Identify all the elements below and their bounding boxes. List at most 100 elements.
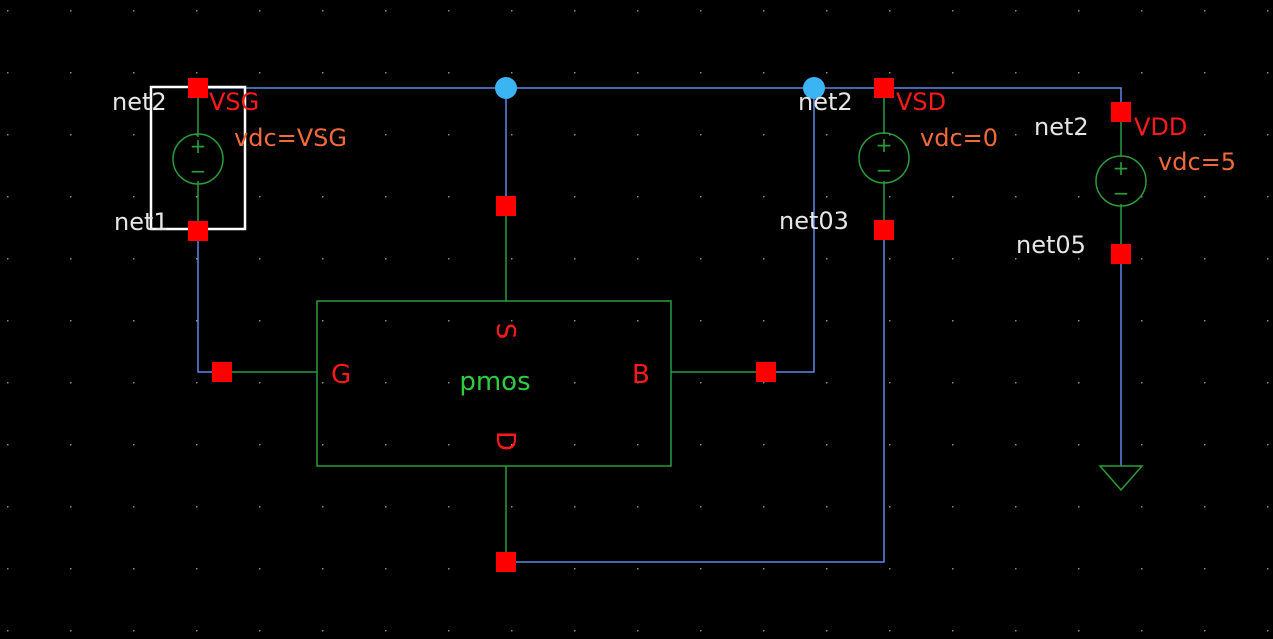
pin-pmos-gate[interactable] bbox=[212, 362, 232, 382]
grid-dot bbox=[637, 258, 639, 260]
grid-dot bbox=[1141, 320, 1143, 322]
grid-dot bbox=[1078, 196, 1080, 198]
grid-dot bbox=[637, 506, 639, 508]
ground-icon[interactable] bbox=[1098, 465, 1144, 492]
grid-dot bbox=[1267, 72, 1269, 74]
vsd-value[interactable]: vdc=0 bbox=[920, 124, 998, 152]
grid-dot bbox=[763, 568, 765, 570]
junction-source[interactable] bbox=[495, 77, 517, 99]
vsg-instance-name[interactable]: VSG bbox=[209, 88, 259, 116]
pins bbox=[188, 78, 1131, 572]
grid-dot bbox=[763, 10, 765, 12]
grid-dot bbox=[637, 72, 639, 74]
vdd-value[interactable]: vdc=5 bbox=[1158, 148, 1236, 176]
grid-dot bbox=[889, 320, 891, 322]
pin-vdd-plus[interactable] bbox=[1111, 102, 1131, 122]
grid-dot bbox=[385, 196, 387, 198]
vsg-value[interactable]: vdc=VSG bbox=[234, 124, 347, 152]
junction-bulk[interactable] bbox=[803, 77, 825, 99]
grid-dot bbox=[574, 258, 576, 260]
grid-dot bbox=[889, 10, 891, 12]
pin-vsd-plus[interactable] bbox=[874, 78, 894, 98]
grid-dot bbox=[7, 320, 9, 322]
grid-dot bbox=[259, 630, 261, 632]
grid-dot bbox=[322, 382, 324, 384]
grid-dot bbox=[70, 568, 72, 570]
grid-dot bbox=[574, 568, 576, 570]
grid-dot bbox=[70, 320, 72, 322]
grid-dot bbox=[511, 382, 513, 384]
grid-dot bbox=[511, 134, 513, 136]
grid-dot bbox=[637, 630, 639, 632]
grid-dot bbox=[70, 444, 72, 446]
grid-dot bbox=[826, 196, 828, 198]
grid-dot bbox=[1078, 134, 1080, 136]
grid-dot bbox=[511, 444, 513, 446]
grid-dot bbox=[763, 72, 765, 74]
grid-dot bbox=[637, 568, 639, 570]
grid-dot bbox=[133, 568, 135, 570]
grid-dot bbox=[322, 630, 324, 632]
grid-dot bbox=[70, 506, 72, 508]
grid-dot bbox=[889, 630, 891, 632]
pmos-cell-name[interactable]: pmos bbox=[459, 367, 530, 397]
grid-dot bbox=[1141, 444, 1143, 446]
grid-dot bbox=[889, 258, 891, 260]
grid-dot bbox=[196, 258, 198, 260]
grid-dot bbox=[133, 72, 135, 74]
grid-dot bbox=[1267, 10, 1269, 12]
grid-dot bbox=[1078, 568, 1080, 570]
grid-dot bbox=[1015, 258, 1017, 260]
grid-dot bbox=[1141, 382, 1143, 384]
grid-dot bbox=[1078, 382, 1080, 384]
grid-dot bbox=[826, 630, 828, 632]
grid-dot bbox=[1141, 134, 1143, 136]
wire-drain[interactable] bbox=[506, 230, 885, 563]
grid-dot bbox=[574, 382, 576, 384]
grid-dot bbox=[259, 72, 261, 74]
grid-dot bbox=[574, 72, 576, 74]
grid-dot bbox=[259, 506, 261, 508]
devices bbox=[172, 88, 1147, 562]
grid-dot bbox=[826, 568, 828, 570]
grid-dot bbox=[1267, 134, 1269, 136]
grid-dot bbox=[1141, 196, 1143, 198]
vdd-instance-name[interactable]: VDD bbox=[1134, 113, 1187, 141]
grid-dot bbox=[7, 568, 9, 570]
grid-dot bbox=[574, 506, 576, 508]
grid-dot bbox=[1015, 630, 1017, 632]
vsd-instance-name[interactable]: VSD bbox=[896, 88, 946, 116]
grid-dot bbox=[322, 320, 324, 322]
pin-vsd-minus[interactable] bbox=[874, 220, 894, 240]
pin-pmos-bulk[interactable] bbox=[756, 362, 776, 382]
pin-vsg-minus[interactable] bbox=[188, 221, 208, 241]
grid-dot bbox=[952, 630, 954, 632]
grid-dot bbox=[700, 568, 702, 570]
grid-dot bbox=[511, 320, 513, 322]
pin-pmos-drain[interactable] bbox=[496, 552, 516, 572]
grid-dot bbox=[70, 630, 72, 632]
vsd-plus-sign: + bbox=[876, 133, 893, 157]
pmos-body[interactable] bbox=[316, 300, 672, 467]
grid-dot bbox=[448, 10, 450, 12]
wire-bulk[interactable] bbox=[766, 88, 815, 373]
grid-dot bbox=[196, 72, 198, 74]
grid-dot bbox=[889, 382, 891, 384]
grid-dot bbox=[826, 258, 828, 260]
pin-pmos-source[interactable] bbox=[496, 196, 516, 216]
grid-dot bbox=[574, 444, 576, 446]
grid-dot bbox=[763, 506, 765, 508]
pin-vsg-plus[interactable] bbox=[188, 78, 208, 98]
grid-dot bbox=[826, 10, 828, 12]
grid-dot bbox=[889, 196, 891, 198]
grid-dot bbox=[1141, 630, 1143, 632]
grid-dot bbox=[448, 72, 450, 74]
grid-dot bbox=[574, 630, 576, 632]
grid-dot bbox=[259, 444, 261, 446]
grid-dot bbox=[322, 196, 324, 198]
pin-vdd-minus[interactable] bbox=[1111, 244, 1131, 264]
grid-dot bbox=[889, 506, 891, 508]
grid-dot bbox=[70, 10, 72, 12]
grid-dot bbox=[1015, 10, 1017, 12]
